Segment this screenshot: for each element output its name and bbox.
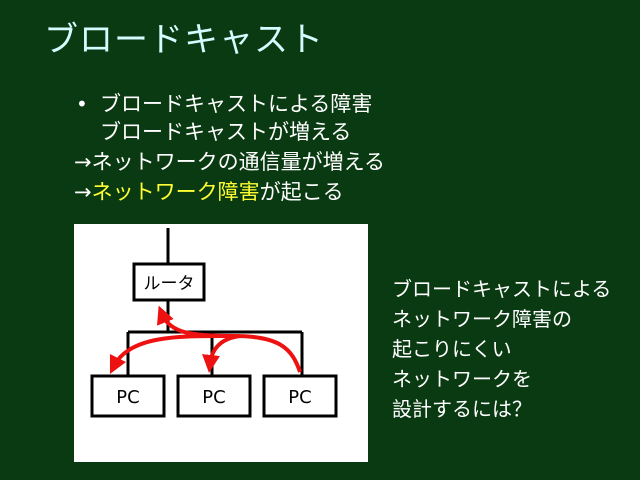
line4-prefix: →: [74, 180, 92, 204]
side-text-line-1: ブロードキャストによる: [392, 277, 612, 301]
line4-suffix: が起こる: [259, 180, 344, 204]
broadcast-arrow-to-pc2: [202, 334, 241, 373]
side-text-line-2: ネットワーク障害の: [392, 307, 572, 331]
side-text-line-3: 起こりにくい: [392, 337, 512, 361]
pc-box-1: [90, 374, 166, 418]
network-diagram: ルータ PC PC PC: [74, 224, 368, 462]
pc-box-3: [262, 374, 338, 418]
bullet-line-2: ブロードキャストが増える: [100, 120, 352, 144]
pc-label-2: PC: [202, 387, 225, 408]
router-box: [132, 262, 206, 302]
line4-highlight: ネットワーク障害: [91, 180, 260, 204]
slide-title: ブロードキャスト: [44, 20, 324, 60]
bullet-line-3: →ネットワークの通信量が増える: [74, 150, 385, 174]
network-diagram-svg: ルータ PC PC PC: [90, 228, 338, 418]
bullet-line-4: →ネットワーク障害が起こる: [74, 178, 344, 206]
broadcast-arrow-to-router: [156, 305, 302, 373]
router-label: ルータ: [144, 274, 195, 294]
pc-label-1: PC: [116, 387, 139, 408]
bullet-line-1: ブロードキャストによる障害: [100, 92, 373, 116]
bullet-mark: •: [76, 92, 88, 116]
pc-label-3: PC: [288, 387, 311, 408]
side-text-line-4: ネットワークを: [392, 367, 532, 391]
broadcast-arrow-to-pc1: [109, 333, 235, 375]
side-text-line-5: 設計するには？: [392, 397, 532, 421]
pc-box-2: [176, 374, 252, 418]
